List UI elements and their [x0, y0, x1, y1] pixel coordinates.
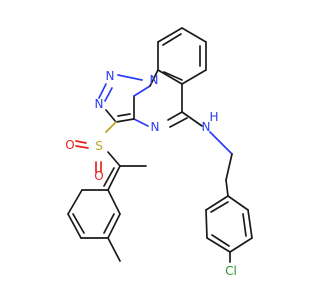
atom-h: H: [209, 110, 218, 124]
bond: [157, 27, 183, 43]
bond: [98, 83, 107, 99]
bond: [209, 131, 233, 155]
bond: [169, 117, 188, 128]
atom-s: S: [95, 139, 103, 153]
bond: [227, 195, 249, 211]
atom-n4: N: [151, 120, 160, 134]
bond: [225, 153, 233, 181]
bond: [149, 69, 159, 87]
bond: [103, 213, 115, 234]
bond: [104, 87, 113, 102]
bond: [133, 118, 149, 127]
bond: [67, 189, 83, 215]
bond: [115, 118, 135, 123]
bond: [72, 213, 85, 234]
bond: [162, 33, 182, 46]
bond: [117, 113, 131, 117]
bond: [105, 121, 117, 133]
bond: [157, 69, 183, 85]
bond: [117, 74, 143, 81]
bond: [107, 151, 121, 167]
bond: [181, 27, 207, 43]
bond: [229, 237, 253, 253]
bond: [75, 140, 87, 144]
atom-n2: N: [106, 69, 115, 83]
atom-n3: N: [95, 97, 104, 111]
bond: [163, 71, 183, 81]
bond: [247, 209, 253, 239]
bond: [242, 213, 247, 237]
bond: [181, 111, 203, 127]
bond: [225, 179, 229, 197]
bond: [211, 234, 230, 247]
bond: [107, 213, 121, 239]
bond: [107, 189, 121, 215]
bond: [205, 209, 208, 239]
bond: [103, 167, 115, 187]
bond: [75, 145, 89, 149]
bond: [206, 237, 231, 253]
atom-nh: N: [202, 120, 211, 134]
bond: [105, 109, 117, 123]
atom-o2: O: [94, 169, 103, 183]
bond: [133, 85, 151, 97]
atom-cl: Cl: [225, 264, 237, 278]
atom-n1: N: [150, 73, 159, 87]
bond: [107, 165, 121, 191]
atom-labels: N N N N N H S O O Cl: [65, 69, 237, 278]
bond: [107, 237, 121, 262]
bond-lines: [67, 27, 253, 263]
atom-o1: O: [65, 138, 74, 152]
bond: [167, 111, 183, 121]
bond: [210, 201, 229, 213]
bond: [181, 69, 207, 85]
bond: [67, 213, 82, 239]
bond: [205, 195, 229, 211]
chemical-structure-diagram: N N N N N H S O O Cl: [65, 27, 253, 278]
